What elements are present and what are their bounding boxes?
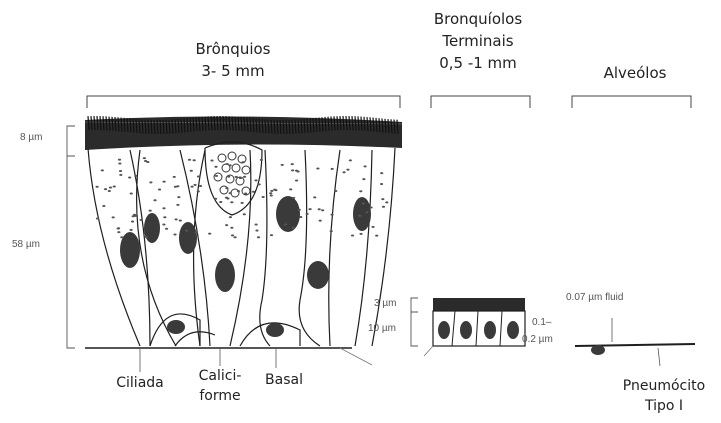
bronquios-title: Brônquios bbox=[178, 38, 288, 60]
bronquiolos-bracket bbox=[431, 96, 530, 108]
goblet-cell-label-line2: forme bbox=[188, 386, 252, 406]
alveolar-wall-label-a: 0.1– bbox=[532, 317, 551, 328]
bronchiole-measure-bracket bbox=[411, 298, 418, 346]
alveolos-title: Alveólos bbox=[580, 62, 690, 84]
bronchiole-cilia-label: 3 µm bbox=[374, 298, 396, 309]
pneumocyte-label-line1: Pneumócito bbox=[610, 376, 718, 396]
bronquios-size: 3- 5 mm bbox=[178, 60, 288, 82]
cilia-measure-bracket bbox=[67, 126, 75, 156]
goblet-cell-label-line1: Calici- bbox=[188, 366, 252, 386]
cilia-thickness-label: 8 µm bbox=[20, 132, 42, 143]
ciliated-cell-label: Ciliada bbox=[104, 373, 176, 393]
alveolar-wall-label-b: 0.2 µm bbox=[522, 334, 553, 345]
bronquiolos-size: 0,5 -1 mm bbox=[418, 52, 538, 74]
nuclei bbox=[120, 196, 371, 337]
brackets bbox=[87, 96, 691, 108]
bronchiole-epithelium bbox=[424, 298, 525, 356]
bronchus-cilia-band bbox=[85, 116, 402, 150]
goblet-granules bbox=[214, 152, 250, 197]
basal-cell-label: Basal bbox=[254, 370, 314, 390]
alveolar-wall bbox=[575, 318, 695, 366]
bronchiole-epithelium-label: 10 µm bbox=[368, 323, 396, 334]
bronquiolos-subtitle: Terminais bbox=[418, 30, 538, 52]
epithelium-measure-bracket bbox=[67, 156, 75, 348]
alveolar-fluid-label: 0.07 µm fluid bbox=[566, 292, 623, 303]
bronquiolos-title: Bronquíolos bbox=[418, 8, 538, 30]
bronquios-bracket bbox=[87, 96, 400, 108]
pneumocyte-label-line2: Tipo I bbox=[610, 396, 718, 416]
epithelium-thickness-label: 58 µm bbox=[12, 239, 40, 250]
alveolos-bracket bbox=[572, 96, 691, 108]
